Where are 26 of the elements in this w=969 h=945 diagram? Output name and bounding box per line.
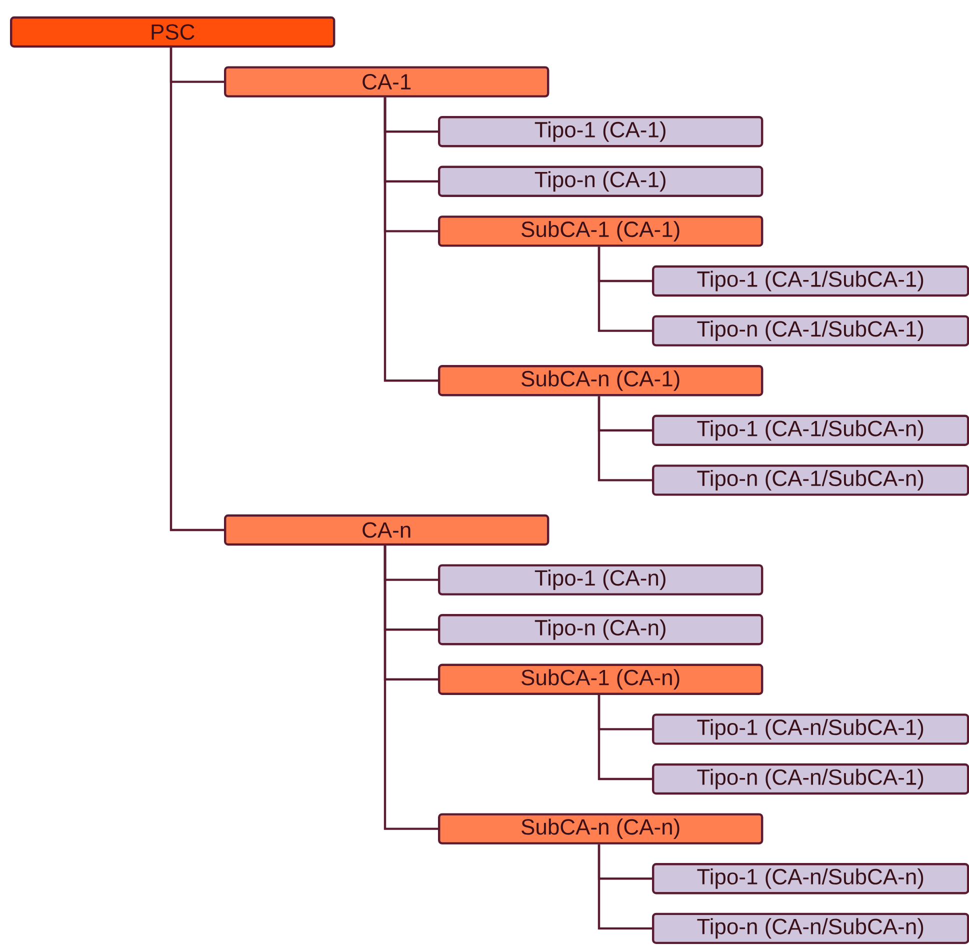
- leaf-box: Tipo-1 (CA-n/SubCA-n): [652, 863, 969, 894]
- connector-line: [384, 97, 438, 382]
- group-box: SubCA-n (CA-n): [438, 813, 764, 844]
- leaf-box: Tipo-n (CA-n/SubCA-n): [652, 912, 969, 944]
- leaf-box: Tipo-n (CA-n): [438, 614, 764, 646]
- leaf-box: Tipo-1 (CA-1/SubCA-n): [652, 414, 969, 446]
- group-box: SubCA-1 (CA-1): [438, 216, 764, 247]
- root-box: PSC: [10, 16, 336, 48]
- group-box: SubCA-n (CA-1): [438, 365, 764, 396]
- leaf-box: Tipo-1 (CA-n): [438, 564, 764, 596]
- connector-line: [598, 695, 652, 780]
- connector-line: [170, 48, 224, 532]
- leaf-box: Tipo-n (CA-n/SubCA-1): [652, 763, 969, 795]
- leaf-box: Tipo-n (CA-1/SubCA-n): [652, 464, 969, 496]
- group-box: CA-1: [224, 66, 550, 98]
- group-box: CA-n: [224, 514, 550, 546]
- group-box: SubCA-1 (CA-n): [438, 664, 764, 695]
- connector-line: [384, 546, 438, 830]
- connector-line: [598, 396, 652, 482]
- connector-line: [598, 844, 652, 930]
- leaf-box: Tipo-n (CA-1/SubCA-1): [652, 315, 969, 346]
- connector-line: [598, 246, 652, 332]
- leaf-box: Tipo-1 (CA-1): [438, 116, 764, 148]
- leaf-box: Tipo-1 (CA-1/SubCA-1): [652, 265, 969, 297]
- leaf-box: Tipo-1 (CA-n/SubCA-1): [652, 714, 969, 745]
- leaf-box: Tipo-n (CA-1): [438, 166, 764, 197]
